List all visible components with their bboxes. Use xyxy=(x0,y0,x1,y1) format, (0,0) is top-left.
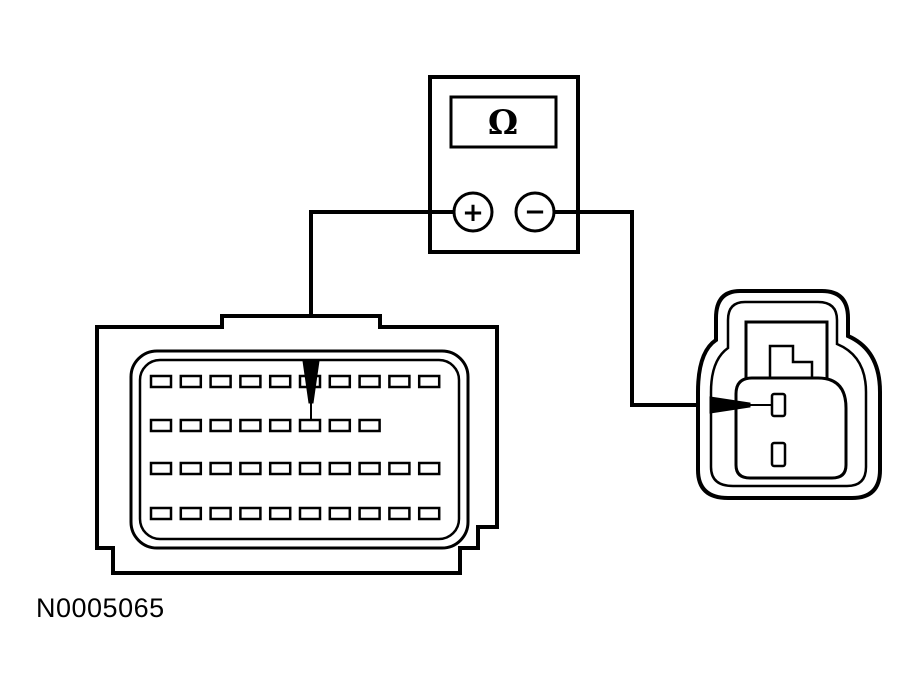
module-pin-r4-c3 xyxy=(209,506,232,521)
module-pin-r4-c4 xyxy=(239,506,262,521)
module-pin-r1-c5 xyxy=(268,374,292,389)
module-pin-r3-c10 xyxy=(417,461,441,476)
negative-test-lead xyxy=(554,210,712,407)
module-pin-r3-c8 xyxy=(358,461,381,476)
module-pin-r3-c5 xyxy=(268,461,292,476)
module-pin-r2-c7 xyxy=(328,418,352,433)
module-pin-r4-c1 xyxy=(149,506,173,521)
module-pin-r2-c4 xyxy=(239,418,262,433)
sensor-connector-socket xyxy=(734,376,848,480)
module-pin-r2-c5 xyxy=(268,418,292,433)
module-pin-r3-c4 xyxy=(239,461,262,476)
positive-probe-body xyxy=(302,360,320,404)
module-pin-r4-c5 xyxy=(268,506,292,521)
module-pin-r4-c7 xyxy=(328,506,352,521)
sensor-connector-pins xyxy=(770,392,787,468)
module-pin-r2-c3 xyxy=(209,418,232,433)
positive-test-lead xyxy=(309,210,454,363)
ohm-symbol: Ω xyxy=(488,103,518,143)
module-pin-r2-c8 xyxy=(358,418,381,433)
module-pin-r1-c1 xyxy=(149,374,173,389)
module-pin-r4-c8 xyxy=(358,506,381,521)
module-pin-r1-c10 xyxy=(417,374,441,389)
module-pin-r3-c1 xyxy=(149,461,173,476)
module-pin-r4-c2 xyxy=(179,506,203,521)
module-connector-pins xyxy=(149,374,441,521)
module-pin-r1-c4 xyxy=(239,374,262,389)
positive-symbol: + xyxy=(462,198,484,228)
module-pin-r1-c3 xyxy=(209,374,232,389)
module-pin-r4-c9 xyxy=(388,506,411,521)
ohmmeter: Ω + − xyxy=(428,75,580,254)
negative-symbol: − xyxy=(524,197,546,227)
module-pin-r3-c3 xyxy=(209,461,232,476)
module-pin-r4-c10 xyxy=(417,506,441,521)
module-pin-r3-c2 xyxy=(179,461,203,476)
module-pin-r1-c9 xyxy=(388,374,411,389)
sensor-connector-latch xyxy=(744,320,829,382)
module-pin-r4-c6 xyxy=(298,506,322,521)
module-connector xyxy=(95,314,499,575)
module-pin-r2-c2 xyxy=(179,418,203,433)
module-pin-r3-c7 xyxy=(328,461,352,476)
negative-probe-body xyxy=(709,396,751,414)
module-pin-r2-c1 xyxy=(149,418,173,433)
sensor-connector-latch-notch xyxy=(768,344,814,380)
sensor-connector xyxy=(696,289,882,500)
figure-id-caption: N0005065 xyxy=(36,593,165,623)
module-pin-r2-c6 xyxy=(298,418,322,433)
negative-probe xyxy=(709,396,772,414)
module-pin-r3-c9 xyxy=(388,461,411,476)
module-pin-r1-c8 xyxy=(358,374,381,389)
sensor-pin-2 xyxy=(770,441,787,468)
module-pin-r1-c2 xyxy=(179,374,203,389)
ohmmeter-display xyxy=(449,95,558,149)
module-pin-r3-c6 xyxy=(298,461,322,476)
positive-probe xyxy=(302,360,320,421)
module-connector-inner-seal xyxy=(138,358,461,541)
module-pin-r1-c7 xyxy=(328,374,352,389)
sensor-pin-1 xyxy=(770,392,787,418)
